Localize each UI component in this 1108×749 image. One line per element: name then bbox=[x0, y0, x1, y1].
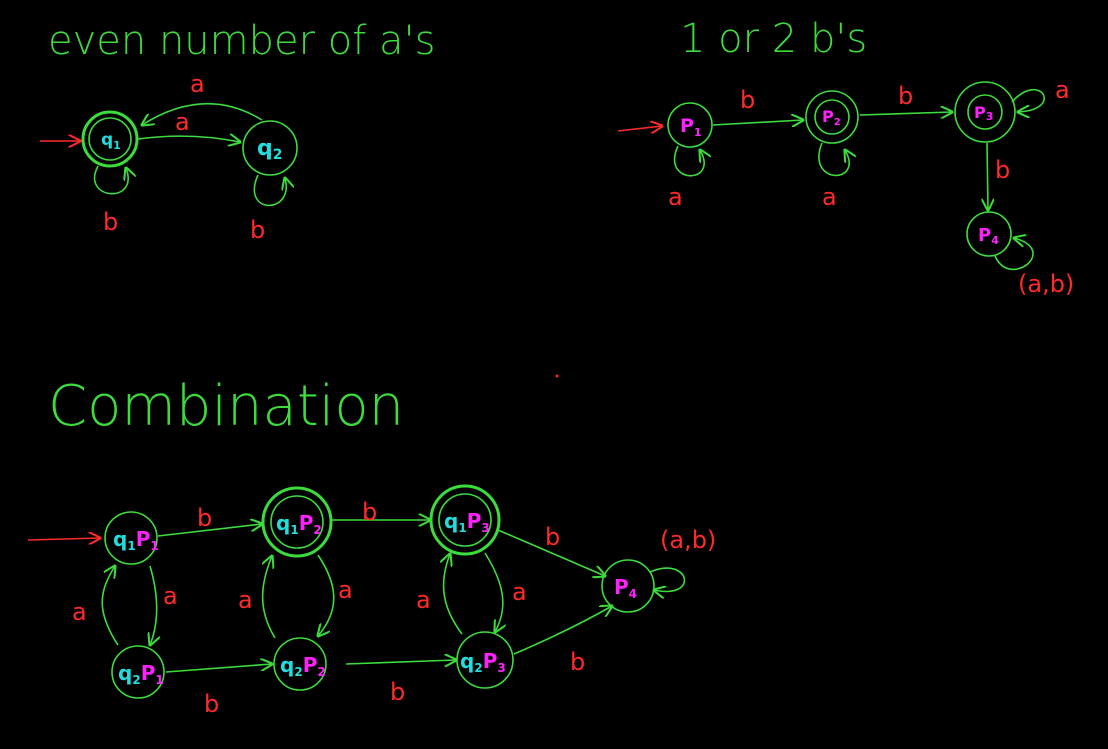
edge-label-b: b bbox=[197, 504, 212, 532]
edge-label-b: b bbox=[740, 86, 755, 114]
edge-label-b: b bbox=[570, 648, 585, 676]
title-combination: Combination bbox=[48, 374, 404, 439]
edge-label-a: a bbox=[416, 586, 431, 614]
stray-dot bbox=[555, 374, 559, 378]
edge-q1p3-q2p3 bbox=[484, 552, 503, 632]
state-q1-label: q1 bbox=[101, 130, 121, 152]
edge-q2p1-q2p2 bbox=[165, 664, 272, 673]
edge-p1-p2 bbox=[712, 120, 803, 125]
edge-label-ab: (a,b) bbox=[660, 526, 716, 554]
title-even-as: even number of a's bbox=[48, 18, 435, 64]
state-q1p1 bbox=[104, 511, 158, 565]
machine-bs: P1 P2 P3 P4 b b b a a a (a,b) bbox=[617, 76, 1074, 298]
state-q2p3-label: q2P3 bbox=[460, 649, 506, 675]
state-p3-accepting-ring bbox=[954, 81, 1016, 143]
state-p3-label: P3 bbox=[974, 103, 993, 123]
state-q2p2 bbox=[273, 637, 327, 691]
state-q1-accepting-ring bbox=[81, 110, 139, 168]
edge-label-a: a bbox=[190, 70, 205, 98]
state-q1 bbox=[88, 117, 132, 161]
edge-label-b: b bbox=[103, 208, 118, 236]
edge-label-b: b bbox=[250, 216, 265, 244]
edge-label-b: b bbox=[362, 498, 377, 526]
edge-label-b: b bbox=[545, 523, 560, 551]
edge-label-a: a bbox=[512, 578, 527, 606]
state-q1p3 bbox=[438, 493, 492, 547]
edge-label-a: a bbox=[72, 598, 87, 626]
edge-label-a: a bbox=[338, 576, 353, 604]
edge-label-b: b bbox=[898, 82, 913, 110]
edge-q1p1-q1p2 bbox=[157, 524, 262, 537]
edge-p3-p4 bbox=[987, 142, 988, 210]
edge-q2p3-q1p3 bbox=[444, 554, 463, 635]
machine-even-as: q1 q2 a a b b bbox=[40, 70, 298, 244]
state-q1p3-accepting-ring bbox=[429, 484, 501, 556]
edge-label-a: a bbox=[175, 108, 190, 136]
loop-p4 bbox=[994, 238, 1034, 271]
loop-p4-combined bbox=[649, 567, 686, 591]
edge-p2-p3 bbox=[859, 112, 952, 115]
edge-label-ab: (a,b) bbox=[1018, 270, 1074, 298]
edge-q2p1-q1p1 bbox=[101, 566, 119, 646]
state-q2p1 bbox=[111, 645, 165, 699]
state-p3 bbox=[967, 94, 1003, 130]
state-p2-accepting-ring bbox=[805, 90, 859, 144]
edge-q1p2-q2p2 bbox=[318, 554, 335, 636]
state-p2 bbox=[814, 99, 850, 135]
state-q2p1-label: q2P1 bbox=[118, 661, 164, 687]
edge-q1p1-q2p1 bbox=[150, 565, 157, 645]
state-q2 bbox=[242, 120, 298, 176]
edge-label-b: b bbox=[204, 690, 219, 718]
start-arrow bbox=[27, 538, 100, 540]
loop-p1 bbox=[673, 145, 705, 177]
edge-label-a: a bbox=[163, 582, 178, 610]
edge-label-a: a bbox=[1055, 76, 1070, 104]
edge-label-a: a bbox=[822, 183, 837, 211]
edge-q1-q2 bbox=[137, 136, 240, 142]
state-p1-label: P1 bbox=[680, 115, 702, 139]
state-q1p3-label: q1P3 bbox=[444, 509, 490, 535]
title-bs: 1 or 2 b's bbox=[680, 16, 867, 62]
edge-q2p3-p4 bbox=[513, 606, 612, 655]
edge-q2p2-q2p3 bbox=[345, 660, 456, 664]
state-p4-combined-label: P4 bbox=[614, 575, 637, 601]
start-arrow bbox=[617, 126, 662, 131]
state-q1p2-label: q1P2 bbox=[276, 511, 322, 537]
state-p2-label: P2 bbox=[822, 107, 841, 128]
state-q2-label: q2 bbox=[257, 136, 283, 163]
state-q1p2-accepting-ring bbox=[261, 486, 333, 558]
state-p1 bbox=[667, 102, 713, 148]
state-p4 bbox=[966, 211, 1012, 257]
edge-q1p3-p4 bbox=[497, 529, 605, 576]
edge-label-a: a bbox=[238, 586, 253, 614]
loop-q1 bbox=[93, 166, 129, 195]
state-q2p2-label: q2P2 bbox=[280, 653, 326, 679]
edge-label-a: a bbox=[668, 183, 683, 211]
loop-q2 bbox=[253, 174, 286, 207]
edge-q2-q1 bbox=[142, 102, 263, 125]
state-p4-label: P4 bbox=[978, 225, 999, 247]
loop-p2 bbox=[818, 142, 849, 177]
edge-q2p2-q1p2 bbox=[263, 556, 276, 639]
state-q1p1-label: q1P1 bbox=[113, 527, 159, 553]
state-q1p2 bbox=[270, 495, 324, 549]
edge-label-b: b bbox=[390, 678, 405, 706]
edge-label-b: b bbox=[995, 156, 1010, 184]
machine-combination: q1P1 q1P2 q1P3 P4 q2P1 q2P2 q2P3 b b b b… bbox=[27, 484, 716, 718]
loop-p3 bbox=[1011, 88, 1046, 112]
